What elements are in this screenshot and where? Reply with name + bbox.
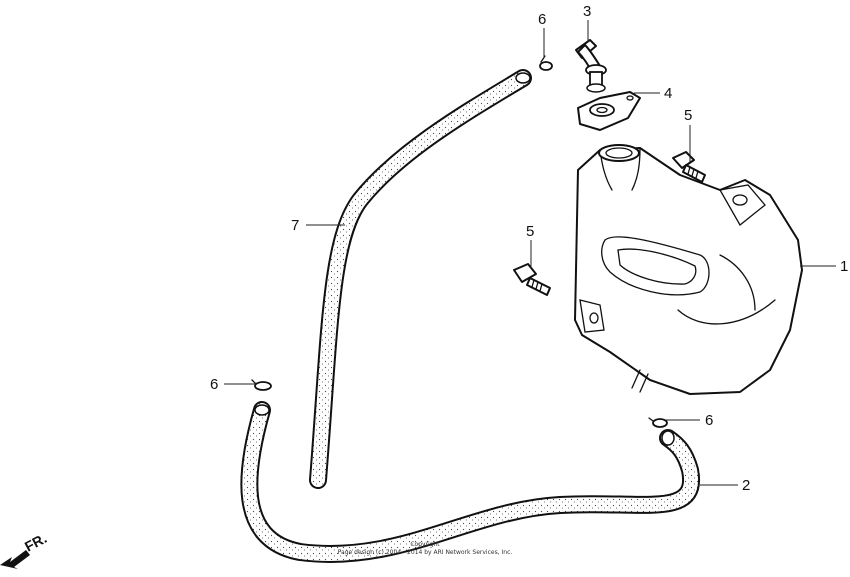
copyright-line-2: Page design (c) 2004 - 2014 by ARI Netwo… (338, 549, 513, 556)
clip-6-top (539, 55, 553, 71)
callout-4: 4 (664, 85, 672, 102)
clip-6-right (648, 417, 668, 428)
reserve-tank (574, 144, 803, 395)
clip-6-left (251, 379, 272, 391)
callout-6-top: 6 (538, 11, 546, 28)
hose-2 (240, 401, 701, 563)
copyright-line-1: Copyright (410, 541, 440, 548)
callout-7: 7 (291, 217, 299, 234)
bolt-5-left (513, 263, 551, 296)
leader-lines (224, 20, 836, 486)
callout-3: 3 (583, 3, 591, 20)
callout-6-right: 6 (705, 412, 713, 429)
hose-7 (309, 69, 532, 489)
callout-6-left: 6 (210, 376, 218, 393)
callout-1: 1 (840, 258, 848, 275)
bolt-5-right (672, 151, 706, 183)
callout-5-right: 5 (684, 107, 692, 124)
callout-5-left: 5 (526, 223, 534, 240)
callout-2: 2 (742, 477, 750, 494)
front-direction-arrow: FR. (0, 530, 49, 569)
cap-elbow (575, 39, 607, 93)
cap-bracket (577, 91, 641, 131)
